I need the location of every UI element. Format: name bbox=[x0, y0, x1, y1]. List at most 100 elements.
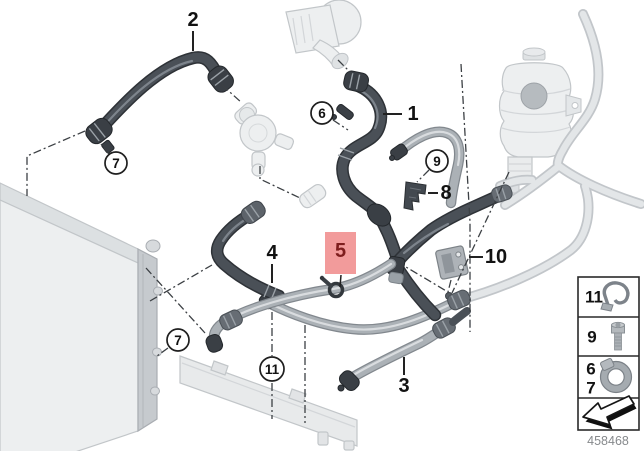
clip-foot bbox=[600, 302, 614, 312]
callout-9-circled[interactable]: 9 bbox=[425, 149, 449, 173]
hose-core bbox=[346, 326, 445, 383]
callout-circle[interactable] bbox=[104, 151, 128, 175]
hose-sheen bbox=[100, 59, 194, 130]
callout-3[interactable]: 3 bbox=[398, 375, 409, 397]
radiator-port bbox=[145, 239, 161, 253]
thermostat-port bbox=[274, 133, 295, 150]
coupling-rings bbox=[450, 292, 465, 309]
coupling-rings bbox=[348, 72, 361, 90]
coupling-body bbox=[447, 289, 471, 311]
leader-line-5 bbox=[339, 274, 342, 288]
callout-9[interactable]: 9 bbox=[433, 154, 441, 169]
ref-line bbox=[332, 119, 349, 131]
cooler-bracket bbox=[288, 388, 307, 404]
hose2-end-coupling bbox=[207, 65, 234, 93]
direction-arrow-icon bbox=[582, 395, 637, 430]
hose-f-vent bbox=[389, 126, 465, 209]
callout-6-circled[interactable]: 6 bbox=[310, 101, 334, 125]
callout-1[interactable]: 1 bbox=[407, 103, 418, 125]
cooler-bracket bbox=[210, 360, 229, 376]
pump-block bbox=[285, 4, 340, 54]
hose-5 bbox=[205, 258, 397, 353]
radiator-port bbox=[150, 386, 160, 396]
bracket-hole bbox=[455, 251, 462, 258]
transmission-oil-cooler bbox=[179, 355, 358, 451]
ghost-coupling bbox=[299, 183, 327, 209]
coupling-rings bbox=[210, 68, 229, 87]
thermostat bbox=[234, 102, 295, 177]
callout-circle[interactable] bbox=[259, 356, 285, 382]
hose-sheen bbox=[350, 338, 424, 378]
coupling-rings bbox=[495, 186, 507, 202]
legend-row-arrow[interactable] bbox=[582, 395, 637, 430]
legend-row-6-7[interactable]: 6 7 bbox=[586, 357, 633, 398]
callout-5[interactable]: 5 bbox=[335, 240, 346, 262]
coupling-rings bbox=[435, 320, 450, 337]
cooler-edge-line bbox=[181, 362, 356, 428]
ref-line bbox=[100, 143, 110, 155]
callout-11[interactable]: 11 bbox=[265, 362, 280, 377]
coupling-body bbox=[85, 117, 113, 145]
hose5-end-elbow bbox=[205, 333, 224, 353]
callout-11-circled[interactable]: 11 bbox=[259, 356, 285, 382]
hose-3 bbox=[337, 307, 471, 392]
ref-line bbox=[337, 59, 353, 75]
legend-label-6[interactable]: 6 bbox=[586, 360, 595, 379]
callout-7b-circled[interactable]: 7 bbox=[166, 328, 190, 352]
coupling-body bbox=[240, 200, 266, 225]
ring-coupling bbox=[240, 200, 266, 225]
hose-outline bbox=[91, 51, 225, 139]
callout-6[interactable]: 6 bbox=[318, 106, 326, 121]
clamp-band bbox=[600, 361, 632, 393]
callout-circle[interactable] bbox=[310, 101, 334, 125]
hose-core bbox=[212, 209, 284, 301]
legend-row-9[interactable]: 9 bbox=[587, 321, 625, 351]
legend-label-7[interactable]: 7 bbox=[586, 379, 595, 398]
cooler-foot bbox=[343, 440, 355, 451]
hose1-bleed-nipple bbox=[336, 104, 354, 120]
pump-outlet-collar bbox=[331, 52, 349, 70]
legend-label-9[interactable]: 9 bbox=[587, 328, 596, 347]
ring-coupling bbox=[219, 309, 243, 331]
thermostat-outlet bbox=[251, 163, 265, 177]
ring-coupling bbox=[447, 289, 471, 311]
legend-row-11[interactable]: 11 bbox=[585, 281, 630, 312]
bracket-10 bbox=[435, 245, 469, 280]
hose1-top-coupling bbox=[343, 70, 370, 93]
callout-7a-circled[interactable]: 7 bbox=[104, 151, 128, 175]
callout-circle[interactable] bbox=[425, 149, 449, 173]
thermostat-body bbox=[239, 114, 277, 152]
coupling-rings bbox=[222, 312, 237, 329]
callout-8[interactable]: 8 bbox=[440, 182, 451, 204]
callout-5-highlighted[interactable]: 5 bbox=[325, 232, 356, 288]
hose-2 bbox=[85, 51, 234, 154]
callout-7b[interactable]: 7 bbox=[174, 333, 182, 348]
hose2-end-coupling bbox=[85, 117, 113, 145]
clamp-nipple-tip bbox=[319, 275, 325, 281]
callout-4[interactable]: 4 bbox=[266, 242, 278, 264]
pump-ribs bbox=[292, 13, 314, 46]
callout-7a[interactable]: 7 bbox=[112, 156, 120, 171]
clamp-screw-housing bbox=[600, 357, 615, 371]
thermostat-detail bbox=[248, 123, 268, 143]
callout-10[interactable]: 10 bbox=[485, 246, 507, 268]
tank-mount-hole bbox=[571, 102, 579, 109]
bracket-slot bbox=[441, 253, 455, 274]
clamp-ring bbox=[327, 281, 345, 299]
ghost-hose bbox=[501, 162, 563, 209]
expansion-tank bbox=[498, 47, 582, 194]
callout-circle[interactable] bbox=[166, 328, 190, 352]
legend-label-11[interactable]: 11 bbox=[585, 288, 603, 307]
coupling-body bbox=[343, 70, 370, 93]
callout-2[interactable]: 2 bbox=[187, 9, 198, 31]
ref-line bbox=[26, 130, 86, 196]
highlight-box bbox=[325, 232, 356, 274]
hose-4 bbox=[210, 200, 286, 303]
ref-line bbox=[451, 171, 510, 294]
ghost-hose bbox=[555, 162, 644, 208]
hose-nipple bbox=[389, 155, 395, 161]
ref-line bbox=[405, 266, 452, 294]
junction-collar bbox=[388, 271, 404, 285]
radiator-port bbox=[153, 286, 163, 296]
water-pump bbox=[285, 0, 362, 70]
